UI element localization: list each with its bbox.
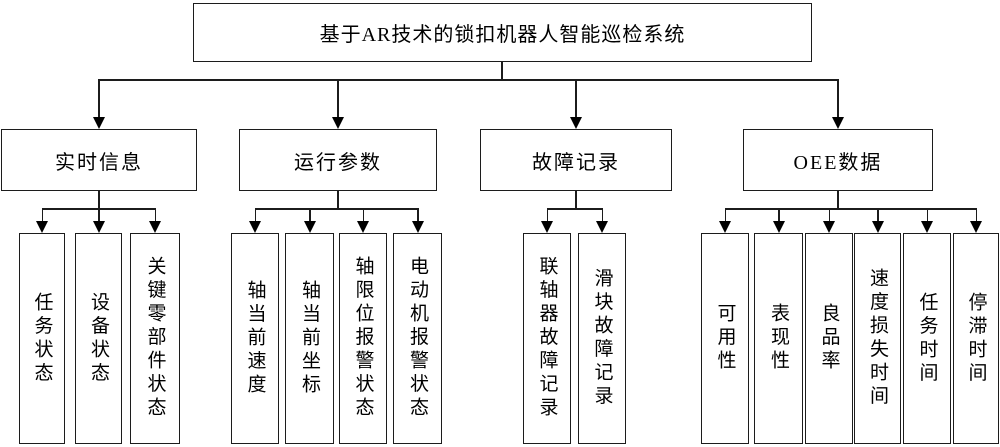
arrow-down-icon <box>970 221 982 233</box>
branch-node-oee-data: OEE数据 <box>743 129 933 191</box>
connector-branch-line <box>98 79 838 81</box>
branch-node-realtime-info: 实时信息 <box>1 129 197 191</box>
connector-branch-line <box>255 208 418 210</box>
branch-node-run-params: 运行参数 <box>239 129 437 191</box>
leaf-node-task-time: 任务时间 <box>903 233 951 444</box>
arrow-down-icon <box>303 221 316 233</box>
leaf-node-speed-loss-time: 速度损失时间 <box>854 233 901 444</box>
connector-drop <box>337 79 339 119</box>
connector-drop <box>98 208 100 222</box>
connector-drop <box>828 208 830 222</box>
connector-drop <box>417 208 419 222</box>
leaf-node-performance: 表现性 <box>754 233 803 444</box>
connector-stem <box>98 191 100 208</box>
connector-branch-line <box>725 208 977 210</box>
arrow-down-icon <box>92 221 105 233</box>
arrow-down-icon <box>411 221 424 233</box>
leaf-node-axis-current-coord: 轴当前坐标 <box>285 233 334 444</box>
arrow-down-icon <box>569 117 582 129</box>
connector-drop <box>601 208 603 222</box>
connector-drop <box>575 79 577 119</box>
connector-drop <box>309 208 311 222</box>
leaf-node-axis-current-speed: 轴当前速度 <box>231 233 279 444</box>
arrow-down-icon <box>596 221 608 233</box>
connector-branch-line <box>547 208 603 210</box>
connector-drop <box>98 79 100 119</box>
leaf-node-idle-time: 停滞时间 <box>953 233 999 444</box>
leaf-node-task-status: 任务状态 <box>19 233 65 444</box>
arrow-down-icon <box>331 117 344 129</box>
arrow-down-icon <box>772 221 785 233</box>
leaf-node-slider-fault-record: 滑块故障记录 <box>578 233 626 444</box>
connector-drop <box>926 208 928 222</box>
connector-drop <box>362 208 364 222</box>
leaf-node-key-parts-status: 关键零部件状态 <box>130 233 180 444</box>
arrow-down-icon <box>831 117 844 129</box>
connector-drop <box>41 208 43 222</box>
connector-stem <box>337 191 339 208</box>
arrow-down-icon <box>719 221 731 233</box>
root-node: 基于AR技术的锁扣机器人智能巡检系统 <box>193 3 812 62</box>
leaf-node-motor-alarm: 电动机报警状态 <box>393 233 442 444</box>
arrow-down-icon <box>921 221 933 233</box>
arrow-down-icon <box>357 221 369 233</box>
connector-drop <box>254 208 256 222</box>
connector-drop <box>154 208 156 222</box>
connector-stem <box>575 191 577 208</box>
arrow-down-icon <box>871 221 884 233</box>
leaf-node-coupling-fault-record: 联轴器故障记录 <box>523 233 571 444</box>
arrow-down-icon <box>823 221 835 233</box>
connector-drop <box>877 208 879 222</box>
connector-drop <box>837 79 839 119</box>
leaf-node-availability: 可用性 <box>701 233 749 444</box>
arrow-down-icon <box>249 221 261 233</box>
connector-drop <box>975 208 977 222</box>
arrow-down-icon <box>92 117 105 129</box>
arrow-down-icon <box>541 221 553 233</box>
connector-drop <box>546 208 548 222</box>
connector-stem <box>501 62 503 79</box>
leaf-node-device-status: 设备状态 <box>75 233 122 444</box>
arrow-down-icon <box>36 221 48 233</box>
arrow-down-icon <box>149 221 161 233</box>
leaf-node-yield-rate: 良品率 <box>805 233 853 444</box>
leaf-node-axis-limit-alarm: 轴限位报警状态 <box>339 233 387 444</box>
connector-stem <box>837 191 839 208</box>
branch-node-fault-records: 故障记录 <box>480 129 672 191</box>
connector-drop <box>778 208 780 222</box>
connector-drop <box>724 208 726 222</box>
